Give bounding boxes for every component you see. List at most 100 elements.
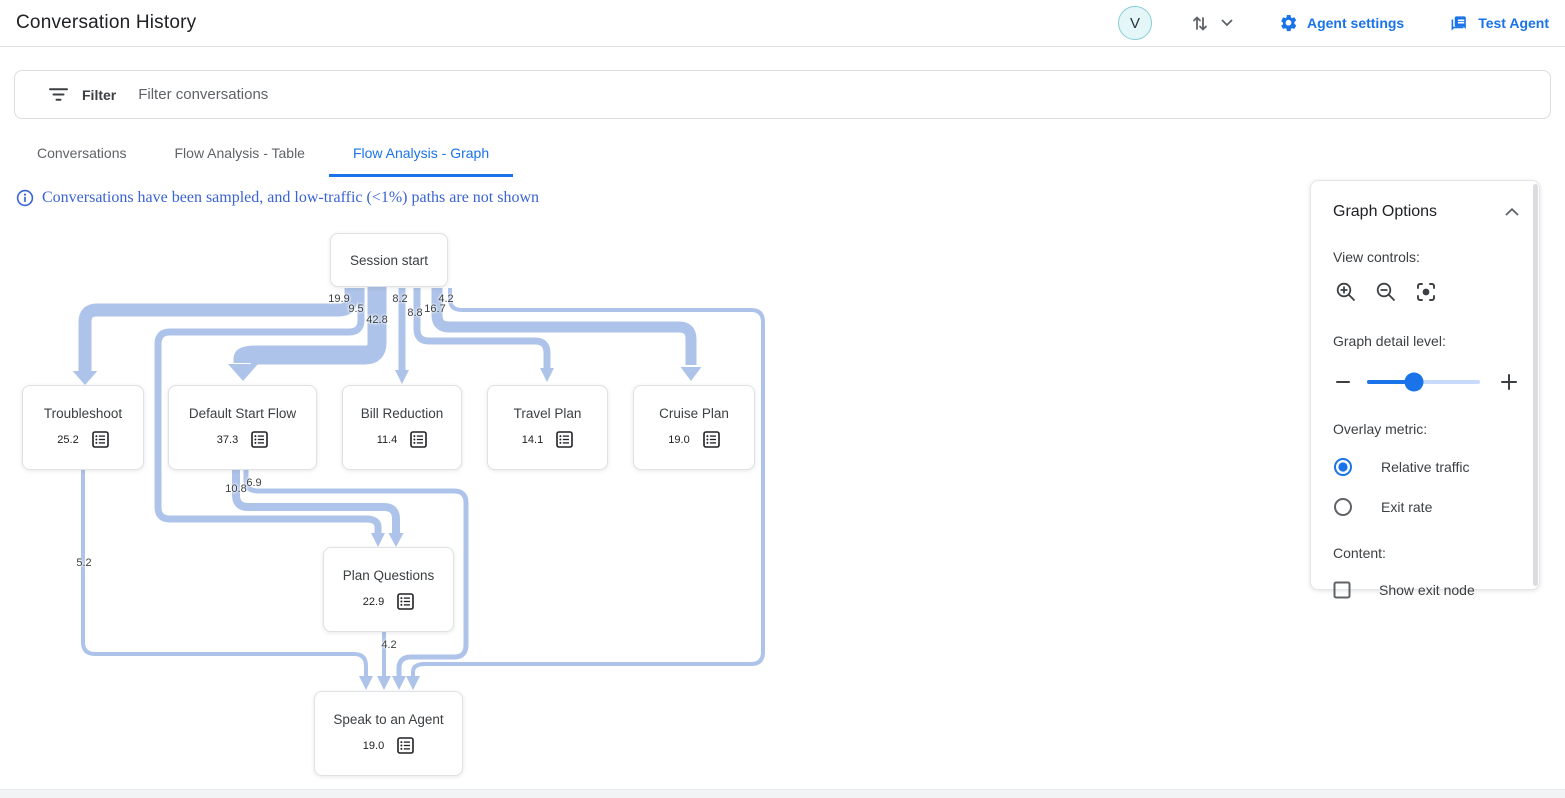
overlay-metric-label: Overlay metric: [1333, 421, 1428, 437]
test-agent-button[interactable]: Test Agent [1450, 14, 1549, 33]
node-label: Plan Questions [342, 568, 435, 583]
edge-label-plan-questions-to-speak-agent: 4.2 [381, 639, 397, 651]
detail-level-slider[interactable] [1367, 372, 1480, 392]
view-controls-label: View controls: [1333, 249, 1420, 265]
relative-traffic-label: Relative traffic [1381, 459, 1470, 475]
arrowhead-session-to-travel-plan [540, 368, 554, 382]
checkbox-show-exit-node[interactable]: Show exit node [1333, 581, 1521, 599]
plus-icon [1501, 374, 1517, 390]
gear-icon [1281, 14, 1297, 31]
node-label: Default Start Flow [188, 406, 297, 421]
radio-exit-rate[interactable]: Exit rate [1333, 497, 1521, 517]
edge-label-session-to-cruise-plan: 16.7 [424, 303, 446, 315]
filter-icon [49, 88, 68, 101]
zoom-in-button[interactable] [1333, 279, 1359, 305]
slider-thumb[interactable] [1404, 372, 1424, 392]
collapse-panel-button[interactable] [1503, 206, 1521, 218]
arrowhead-session-to-bill-reduction [395, 370, 409, 384]
conversation-list-icon[interactable] [702, 431, 720, 448]
edge-label-default-to-plan-questions: 10.8 [225, 483, 247, 495]
conversation-list-icon[interactable] [556, 431, 574, 448]
node-speak-to-an-agent[interactable]: Speak to an Agent 19.0 [314, 691, 463, 776]
checkbox-unchecked-icon [1333, 581, 1351, 599]
chevron-up-icon [1505, 208, 1519, 216]
node-traffic-value: 25.2 [57, 433, 79, 446]
avatar-letter: V [1129, 14, 1140, 32]
conversation-list-icon[interactable] [397, 737, 415, 754]
edge-label-session-to-travel-plan: 8.8 [407, 307, 423, 319]
sort-arrows-icon [1193, 16, 1207, 31]
node-traffic-value: 37.3 [216, 433, 239, 446]
sampling-notice-text: Conversations have been sampled, and low… [42, 189, 540, 206]
conversation-list-icon[interactable] [251, 431, 269, 448]
edge-label-session-to-bill-reduction: 8.2 [392, 293, 408, 305]
edge-label-session-to-speak-agent: 4.2 [438, 293, 454, 305]
arrowhead-troubleshoot-to-speak-agent [359, 676, 373, 690]
horizontal-scrollbar[interactable] [0, 789, 1565, 798]
zoom-out-button[interactable] [1373, 279, 1399, 305]
conversation-list-icon[interactable] [397, 593, 415, 610]
edge-label-troubleshoot-to-speak-agent: 5.2 [76, 557, 92, 569]
node-traffic-value: 19.0 [362, 739, 385, 752]
edge-label-session-to-troubleshoot: 19.9 [328, 293, 350, 305]
node-traffic-value: 22.9 [362, 595, 385, 608]
node-travel-plan[interactable]: Travel Plan 14.1 [487, 385, 608, 470]
arrowhead-session-to-troubleshoot [72, 371, 98, 385]
zoom-in-icon [1336, 282, 1355, 301]
radio-selected-icon [1334, 458, 1352, 476]
center-focus-icon [1417, 283, 1435, 301]
detail-level-label: Graph detail level: [1333, 333, 1446, 349]
edge-session-to-travel-plan [413, 288, 551, 368]
edge-session-to-cruise-plan [431, 288, 697, 365]
edge-session-to-troubleshoot [78, 288, 358, 371]
avatar[interactable]: V [1117, 6, 1152, 40]
node-label: Speak to an Agent [333, 712, 444, 727]
node-traffic-value: 14.1 [521, 433, 544, 446]
agent-settings-button[interactable]: Agent settings [1279, 14, 1404, 33]
radio-unselected-icon [1334, 498, 1352, 516]
filter-conversations-input[interactable]: Filter conversations [138, 86, 269, 103]
chat-icon [1451, 15, 1467, 31]
detail-decrease-button[interactable] [1333, 372, 1353, 392]
panel-scrollbar[interactable] [1533, 184, 1538, 586]
edge-label-default-to-speak-agent: 6.9 [246, 477, 262, 489]
edge-session-to-default-start-flow [233, 287, 387, 366]
tab-flow-analysis-graph[interactable]: Flow Analysis - Graph [328, 132, 514, 177]
content-label: Content: [1333, 545, 1386, 561]
tab-flow-analysis-table[interactable]: Flow Analysis - Table [174, 145, 305, 161]
minus-icon [1336, 381, 1350, 383]
info-icon [16, 189, 34, 207]
tab-bar: Conversations Flow Analysis - Table Flow… [13, 132, 514, 177]
sort-control[interactable] [1190, 12, 1233, 34]
node-label: Bill Reduction [360, 406, 444, 421]
arrowhead-default-to-plan-questions [388, 533, 404, 547]
edge-label-session-to-default-start-flow: 42.8 [366, 314, 388, 326]
arrowhead-session-to-cruise-plan [680, 367, 702, 381]
tab-conversations[interactable]: Conversations [37, 145, 127, 161]
filter-bar[interactable]: Filter Filter conversations [14, 70, 1551, 119]
exit-rate-label: Exit rate [1381, 499, 1433, 515]
arrowhead-session-to-default-start-flow [228, 364, 258, 381]
edge-default-to-speak-agent [243, 470, 469, 680]
conversation-list-icon[interactable] [410, 431, 428, 448]
detail-increase-button[interactable] [1498, 371, 1520, 393]
slider-fill [1367, 380, 1414, 384]
edge-session-to-speak-agent [411, 288, 765, 680]
conversation-list-icon[interactable] [91, 431, 109, 448]
node-default-start-flow[interactable]: Default Start Flow 37.3 [168, 385, 317, 470]
node-session-start[interactable]: Session start [330, 233, 448, 287]
show-exit-node-label: Show exit node [1379, 582, 1475, 598]
graph-options-panel: Graph Options View controls: [1310, 180, 1540, 599]
chevron-down-icon [1221, 19, 1233, 27]
node-label: Session start [349, 252, 429, 268]
radio-relative-traffic[interactable]: Relative traffic [1333, 457, 1521, 477]
node-plan-questions[interactable]: Plan Questions 22.9 [323, 547, 454, 632]
zoom-out-icon [1376, 282, 1395, 301]
center-graph-button[interactable] [1413, 279, 1439, 305]
edge-default-to-plan-questions [232, 470, 400, 535]
node-label: Travel Plan [513, 406, 582, 421]
